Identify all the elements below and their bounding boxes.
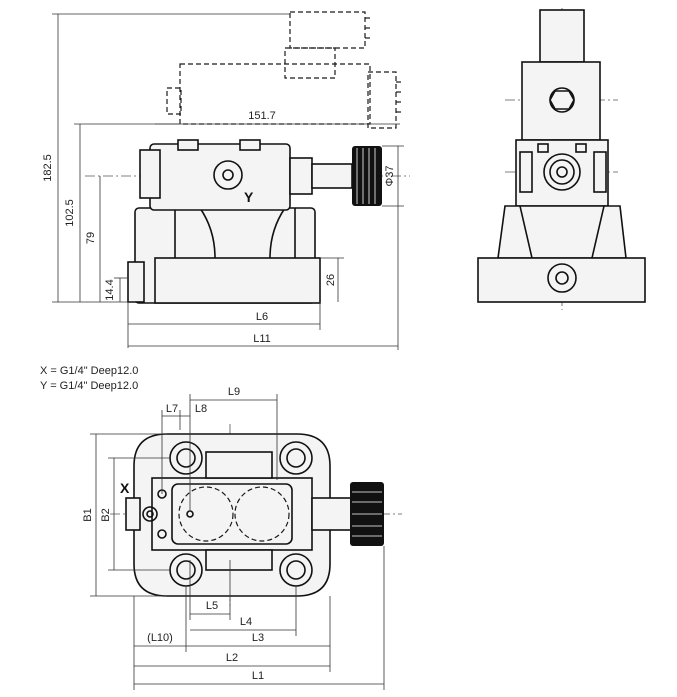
dim-height-79: 79 — [85, 232, 97, 244]
side-port-y-label: Y — [244, 189, 254, 205]
top-adjusting-knob — [350, 482, 384, 546]
dim-l8: L8 — [195, 403, 207, 415]
dim-l1: L1 — [252, 670, 264, 682]
side-adjusting-knob — [352, 146, 382, 206]
dim-l5: L5 — [206, 600, 218, 612]
side-valve-body — [127, 139, 353, 304]
top-dimensions — [90, 394, 385, 690]
side-view: Y — [42, 11, 410, 350]
dim-l7: L7 — [166, 403, 178, 415]
dim-l3: L3 — [252, 632, 264, 644]
dim-height-14: 14.4 — [104, 279, 116, 300]
dim-height-axis: 102.5 — [64, 199, 76, 227]
dim-l10: (L10) — [147, 632, 173, 644]
dim-height-total: 182.5 — [42, 154, 54, 182]
dim-b2: B2 — [100, 508, 112, 521]
end-solenoid — [521, 9, 601, 141]
side-solenoid-outline — [166, 11, 404, 129]
top-port-x-hole — [142, 506, 158, 522]
dim-l4: L4 — [240, 616, 252, 628]
dim-l6: L6 — [256, 311, 268, 323]
port-x-note: X = G1/4" Deep12.0 — [40, 365, 138, 377]
dim-l2: L2 — [226, 652, 238, 664]
dim-knob-diameter: Φ37 — [384, 165, 396, 186]
port-y-note: Y = G1/4" Deep12.0 — [40, 380, 138, 392]
dim-l11: L11 — [253, 333, 271, 345]
dim-b1: B1 — [82, 508, 94, 521]
top-view: X — [82, 386, 402, 690]
dim-width-151: 151.7 — [248, 110, 276, 122]
top-port-circles — [178, 486, 290, 542]
side-dimensions — [52, 13, 404, 350]
end-view — [477, 8, 646, 310]
top-port-x-label: X — [120, 480, 130, 496]
dim-l9: L9 — [228, 386, 240, 398]
dim-height-26: 26 — [325, 274, 337, 286]
end-body — [477, 139, 646, 303]
